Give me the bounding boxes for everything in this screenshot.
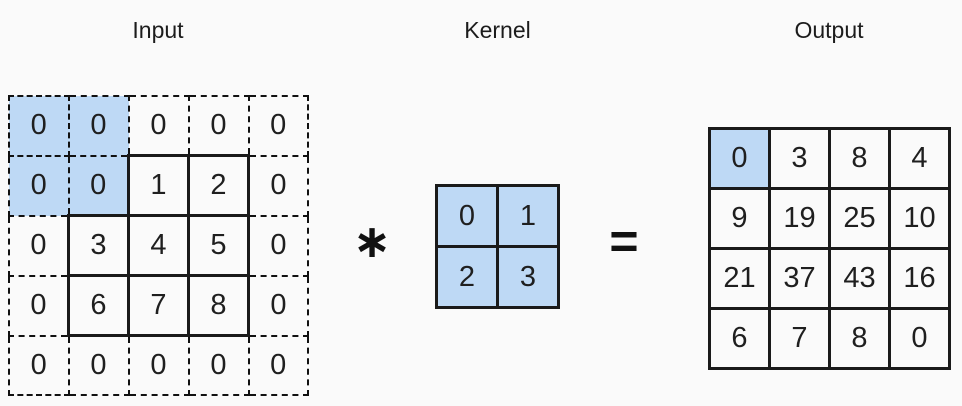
output-cell: 43 [828, 247, 891, 310]
input-cell: 3 [67, 214, 130, 277]
input-cell: 0 [247, 274, 309, 337]
input-cell: 0 [8, 95, 70, 157]
input-cell: 0 [8, 274, 70, 337]
input-row: 0 0 1 2 0 [8, 154, 309, 217]
output-cell: 8 [828, 127, 891, 190]
output-cell: 8 [828, 307, 891, 370]
output-cell: 9 [708, 187, 771, 250]
output-cell: 3 [768, 127, 831, 190]
input-row: 0 0 0 0 0 [8, 334, 309, 396]
input-grid: 0 0 0 0 0 0 0 1 2 0 0 3 4 5 0 0 6 7 8 0 [8, 95, 309, 396]
input-cell: 7 [127, 274, 190, 337]
input-cell: 8 [187, 274, 250, 337]
equals-sign: = [609, 213, 639, 269]
input-cell: 4 [127, 214, 190, 277]
kernel-row: 2 3 [435, 245, 560, 309]
input-row: 0 6 7 8 0 [8, 274, 309, 337]
input-cell: 0 [8, 214, 70, 277]
kernel-grid: 0 1 2 3 [435, 184, 560, 309]
input-cell: 0 [187, 95, 250, 157]
input-cell: 0 [67, 334, 130, 396]
input-label: Input [132, 17, 184, 43]
output-cell: 16 [888, 247, 951, 310]
input-cell: 0 [127, 95, 190, 157]
output-cell: 25 [828, 187, 891, 250]
output-cell: 0 [888, 307, 951, 370]
output-cell: 37 [768, 247, 831, 310]
input-row: 0 3 4 5 0 [8, 214, 309, 277]
input-cell: 0 [8, 334, 70, 396]
output-cell: 21 [708, 247, 771, 310]
output-grid: 0 3 8 4 9 19 25 10 21 37 43 16 6 7 8 0 [708, 127, 951, 370]
output-cell: 0 [708, 127, 771, 190]
input-cell: 0 [67, 154, 130, 217]
convolution-operator: ∗ [352, 215, 392, 267]
input-cell: 0 [127, 334, 190, 396]
input-cell: 0 [247, 334, 309, 396]
input-cell: 0 [247, 95, 309, 157]
kernel-cell: 0 [435, 184, 499, 248]
input-cell: 5 [187, 214, 250, 277]
kernel-cell: 1 [496, 184, 560, 248]
input-cell: 1 [127, 154, 190, 217]
output-cell: 10 [888, 187, 951, 250]
output-cell: 19 [768, 187, 831, 250]
output-row: 21 37 43 16 [708, 247, 951, 310]
kernel-cell: 3 [496, 245, 560, 309]
input-cell: 0 [247, 154, 309, 217]
input-cell: 0 [187, 334, 250, 396]
kernel-cell: 2 [435, 245, 499, 309]
kernel-row: 0 1 [435, 184, 560, 248]
output-row: 0 3 8 4 [708, 127, 951, 190]
input-cell: 0 [67, 95, 130, 157]
output-cell: 7 [768, 307, 831, 370]
kernel-label: Kernel [464, 17, 531, 43]
output-cell: 6 [708, 307, 771, 370]
input-cell: 6 [67, 274, 130, 337]
output-row: 6 7 8 0 [708, 307, 951, 370]
input-cell: 0 [247, 214, 309, 277]
output-label: Output [794, 17, 864, 43]
input-cell: 0 [8, 154, 70, 217]
output-row: 9 19 25 10 [708, 187, 951, 250]
output-cell: 4 [888, 127, 951, 190]
input-cell: 2 [187, 154, 250, 217]
input-row: 0 0 0 0 0 [8, 95, 309, 157]
